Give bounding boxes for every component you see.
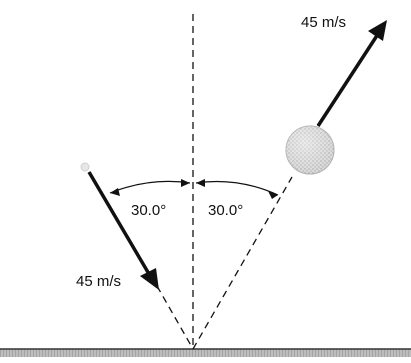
- right-angle-arc: [195, 179, 279, 199]
- incoming-path-dashed: [156, 285, 194, 350]
- incoming-ball-trace: [80, 162, 90, 172]
- incoming-velocity-arrow: [80, 162, 159, 290]
- left-angle-label: 30.0°: [131, 202, 166, 219]
- ball: [285, 125, 335, 175]
- ground: [0, 348, 411, 357]
- outgoing-velocity-arrow: [316, 20, 387, 127]
- outgoing-path-dashed: [192, 176, 293, 350]
- outgoing-speed-label: 45 m/s: [301, 14, 346, 31]
- left-angle-arc: [109, 179, 191, 196]
- incoming-speed-label: 45 m/s: [76, 273, 121, 290]
- right-angle-label: 30.0°: [208, 202, 243, 219]
